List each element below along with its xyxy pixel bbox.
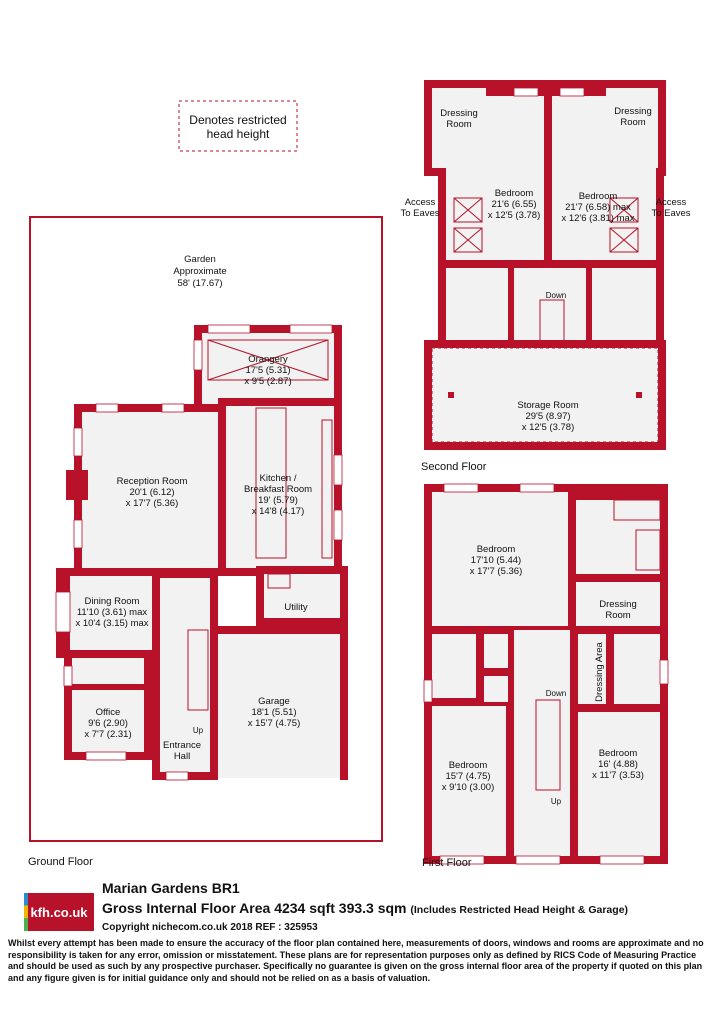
- svg-text:Breakfast Room: Breakfast Room: [244, 484, 312, 495]
- svg-text:x 15'7 (4.75): x 15'7 (4.75): [248, 718, 301, 729]
- kfh-logo[interactable]: kfh.co.uk: [24, 893, 94, 931]
- ground-up-label: Up: [193, 726, 204, 735]
- svg-text:x 12'5 (3.78): x 12'5 (3.78): [522, 422, 575, 433]
- area-note: (Includes Restricted Head Height & Garag…: [410, 904, 629, 916]
- svg-text:15'7 (4.75): 15'7 (4.75): [445, 771, 490, 782]
- second-floor-title: Second Floor: [421, 461, 487, 473]
- svg-text:Bedroom: Bedroom: [495, 188, 534, 199]
- svg-text:Garage: Garage: [258, 696, 290, 707]
- utility-label: Utility: [284, 602, 307, 613]
- svg-text:x 14'8 (4.17): x 14'8 (4.17): [252, 506, 305, 517]
- svg-text:20'1 (6.12): 20'1 (6.12): [129, 487, 174, 498]
- gross-area-text: Gross Internal Floor Area 4234 sqft 393.…: [102, 900, 407, 916]
- second-dressing-left-label: Dressing Room: [440, 108, 478, 130]
- first-dressing-room-label: Dressing Room: [599, 599, 637, 621]
- floor-plan: Denotes restricted head height: [28, 80, 691, 869]
- second-bedroom-left-label: Bedroom 21'6 (6.55) x 12'5 (3.78): [488, 188, 541, 221]
- svg-text:Bedroom: Bedroom: [599, 748, 638, 759]
- garden-boundary: [29, 216, 383, 842]
- svg-text:x 12'6 (3.81) max: x 12'6 (3.81) max: [561, 213, 634, 224]
- svg-text:11'10 (3.61) max: 11'10 (3.61) max: [77, 607, 148, 618]
- svg-text:17'10 (5.44): 17'10 (5.44): [471, 555, 521, 566]
- svg-text:To Eaves: To Eaves: [400, 208, 439, 219]
- disclaimer: Whilst every attempt has been made to en…: [8, 938, 704, 983]
- svg-text:Access: Access: [656, 197, 687, 208]
- property-name: Marian Gardens BR1: [102, 880, 240, 896]
- svg-text:To Eaves: To Eaves: [651, 208, 690, 219]
- access-eaves-left-label: Access To Eaves: [400, 197, 439, 219]
- first-floor: Bedroom 17'10 (5.44) x 17'7 (5.36) Dress…: [422, 483, 669, 869]
- svg-text:x 7'7 (2.31): x 7'7 (2.31): [84, 729, 131, 740]
- access-eaves-right-label: Access To Eaves: [651, 197, 690, 219]
- ground-floor-title: Ground Floor: [28, 856, 93, 868]
- svg-text:x 9'10 (3.00): x 9'10 (3.00): [442, 782, 495, 793]
- svg-text:Dressing: Dressing: [440, 108, 478, 119]
- dressing-area-label: Dressing Area: [594, 641, 605, 701]
- svg-text:Orangery: Orangery: [248, 354, 288, 365]
- svg-text:16' (4.88): 16' (4.88): [598, 759, 638, 770]
- dining-room-label: Dining Room 11'10 (3.61) max x 10'4 (3.1…: [75, 596, 148, 629]
- svg-text:Bedroom: Bedroom: [449, 760, 488, 771]
- svg-text:Bedroom: Bedroom: [477, 544, 516, 555]
- svg-text:Hall: Hall: [174, 751, 190, 762]
- svg-text:Office: Office: [96, 707, 121, 718]
- svg-text:58' (17.67): 58' (17.67): [177, 278, 222, 289]
- svg-text:21'6 (6.55): 21'6 (6.55): [491, 199, 536, 210]
- entrance-hall-label: Entrance Hall: [163, 740, 201, 762]
- second-dressing-right-label: Dressing Room: [614, 106, 652, 128]
- svg-text:Room: Room: [620, 117, 645, 128]
- svg-text:x 17'7 (5.36): x 17'7 (5.36): [470, 566, 523, 577]
- storage-room-label: Storage Room 29'5 (8.97) x 12'5 (3.78): [517, 400, 578, 433]
- svg-text:18'1 (5.51): 18'1 (5.51): [251, 707, 296, 718]
- first-down-label: Down: [546, 689, 566, 698]
- first-up-label: Up: [551, 797, 562, 806]
- second-bedroom-right-label: Bedroom 21'7 (6.58) max x 12'6 (3.81) ma…: [561, 191, 634, 224]
- svg-text:21'7 (6.58) max: 21'7 (6.58) max: [565, 202, 631, 213]
- svg-text:Access: Access: [405, 197, 436, 208]
- svg-text:Dressing: Dressing: [614, 106, 652, 117]
- copyright: Copyright nichecom.co.uk 2018 REF : 3259…: [102, 922, 318, 933]
- second-down-label: Down: [546, 291, 566, 300]
- reception-room-label: Reception Room 20'1 (6.12) x 17'7 (5.36): [117, 476, 188, 509]
- svg-text:29'5 (8.97): 29'5 (8.97): [525, 411, 570, 422]
- svg-text:Storage Room: Storage Room: [517, 400, 578, 411]
- svg-text:Dining Room: Dining Room: [85, 596, 140, 607]
- svg-text:Entrance: Entrance: [163, 740, 201, 751]
- garden-label: Garden Approximate 58' (17.67): [173, 254, 226, 289]
- svg-text:Bedroom: Bedroom: [579, 191, 618, 202]
- first-bedroom-left-label: Bedroom 15'7 (4.75) x 9'10 (3.00): [442, 760, 495, 793]
- svg-text:17'5 (5.31): 17'5 (5.31): [245, 365, 290, 376]
- svg-text:19' (5.79): 19' (5.79): [258, 495, 298, 506]
- svg-text:x 9'5 (2.87): x 9'5 (2.87): [244, 376, 291, 387]
- svg-text:Garden: Garden: [184, 254, 216, 265]
- first-floor-title: First Floor: [422, 857, 472, 869]
- svg-text:Kitchen /: Kitchen /: [260, 473, 297, 484]
- logo-stripes: [24, 893, 28, 931]
- first-main-bedroom-label: Bedroom 17'10 (5.44) x 17'7 (5.36): [470, 544, 523, 577]
- svg-text:9'6 (2.90): 9'6 (2.90): [88, 718, 128, 729]
- svg-text:x 11'7 (3.53): x 11'7 (3.53): [592, 770, 644, 781]
- second-floor: Dressing Room Dressing Room Bedroom 21'6…: [400, 80, 691, 473]
- restricted-height-legend: Denotes restricted head height: [178, 100, 298, 152]
- svg-text:Dressing: Dressing: [599, 599, 637, 610]
- legend-line-1: Denotes restricted: [189, 113, 286, 127]
- legend-line-2: head height: [207, 127, 270, 141]
- logo-text: kfh.co.uk: [30, 904, 88, 920]
- fireplace: [66, 470, 88, 500]
- gross-area: Gross Internal Floor Area 4234 sqft 393.…: [102, 900, 628, 916]
- svg-text:Room: Room: [446, 119, 471, 130]
- kitchen-label: Kitchen / Breakfast Room 19' (5.79) x 14…: [244, 473, 312, 517]
- svg-text:x 10'4 (3.15) max: x 10'4 (3.15) max: [75, 618, 148, 629]
- ground-floor: Garden Approximate 58' (17.67) Orangery …: [28, 216, 383, 868]
- svg-text:x 12'5 (3.78): x 12'5 (3.78): [488, 210, 541, 221]
- office-label: Office 9'6 (2.90) x 7'7 (2.31): [84, 707, 131, 740]
- svg-text:Reception Room: Reception Room: [117, 476, 188, 487]
- svg-text:x 17'7 (5.36): x 17'7 (5.36): [126, 498, 179, 509]
- orangery-label: Orangery 17'5 (5.31) x 9'5 (2.87): [244, 354, 291, 387]
- svg-text:Approximate: Approximate: [173, 266, 226, 277]
- svg-text:Room: Room: [605, 610, 630, 621]
- garage-label: Garage 18'1 (5.51) x 15'7 (4.75): [248, 696, 301, 729]
- first-bedroom-right-label: Bedroom 16' (4.88) x 11'7 (3.53): [592, 748, 644, 781]
